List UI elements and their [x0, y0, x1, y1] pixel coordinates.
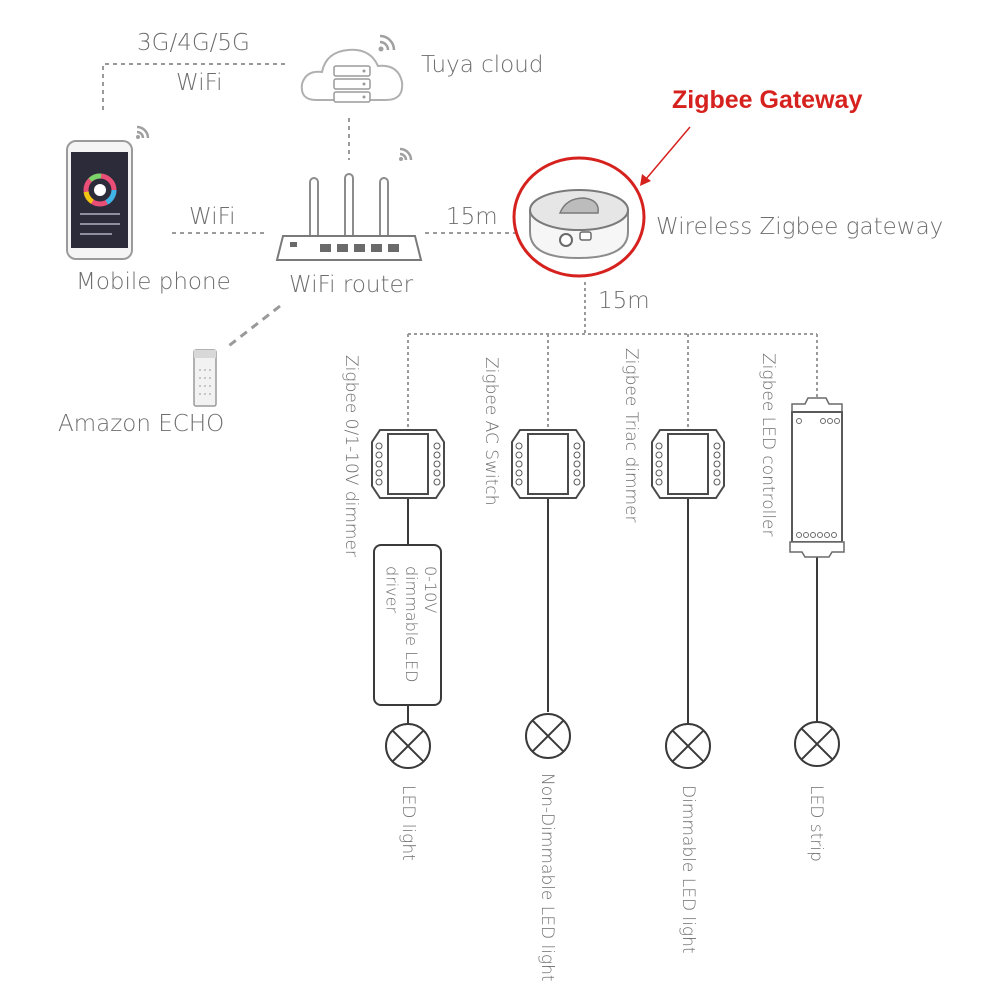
module-icon	[371, 429, 445, 499]
down-distance-label: 15m	[598, 288, 650, 314]
smartphone-icon	[66, 140, 133, 260]
device-name-1: Zigbee 0/1-10V dimmer	[341, 355, 361, 557]
load-name-4: LED strip	[806, 785, 826, 862]
router-echo-link	[225, 304, 281, 350]
mobile-phone-label: Mobile phone	[76, 269, 231, 295]
controller-icon	[789, 397, 845, 558]
echo-speaker-icon	[193, 349, 217, 407]
lamp-icon	[794, 721, 840, 767]
device-modules	[371, 429, 725, 499]
gateway-icon	[529, 189, 629, 260]
driver-box-label: 0-10V dimmable LED driver	[382, 566, 440, 683]
network-label: 3G/4G/5G	[137, 30, 250, 56]
lamp-icon	[525, 713, 571, 759]
connection-lines	[102, 63, 818, 430]
callout-arrow	[640, 126, 691, 186]
gateway-highlight-circle	[512, 156, 646, 278]
module-icon	[511, 429, 585, 499]
tuya-cloud-label: Tuya cloud	[421, 52, 544, 78]
lamp-icon-group	[385, 713, 840, 769]
amazon-echo-label: Amazon ECHO	[58, 411, 225, 437]
gateway-distance-label: 15m	[446, 204, 498, 230]
device-name-2: Zigbee AC Switch	[481, 357, 501, 506]
wifi-signal-icon	[136, 34, 413, 161]
gateway-label: Wireless Zigbee gateway	[656, 214, 944, 240]
lamp-icon	[385, 723, 431, 769]
device-name-4: Zigbee LED controller	[758, 353, 778, 537]
driver-box	[373, 544, 442, 706]
cloud-server-icon	[300, 48, 404, 103]
load-wires	[407, 498, 818, 724]
router-icon	[275, 173, 423, 261]
module-icon	[651, 429, 725, 499]
diagram-title: Zigbee Gateway	[672, 86, 863, 114]
wifi-router-label: WiFi router	[289, 272, 414, 298]
phone-to-cloud-link	[102, 63, 288, 110]
load-name-1: LED light	[398, 785, 418, 861]
device-name-3: Zigbee Triac dimmer	[621, 348, 641, 523]
wifi-top-label: WiFi	[176, 70, 223, 96]
load-name-2: Non-Dimmable LED light	[537, 773, 557, 982]
wifi-mid-label: WiFi	[189, 204, 236, 230]
lamp-icon	[665, 723, 711, 769]
load-name-3: Dimmable LED light	[678, 785, 698, 954]
